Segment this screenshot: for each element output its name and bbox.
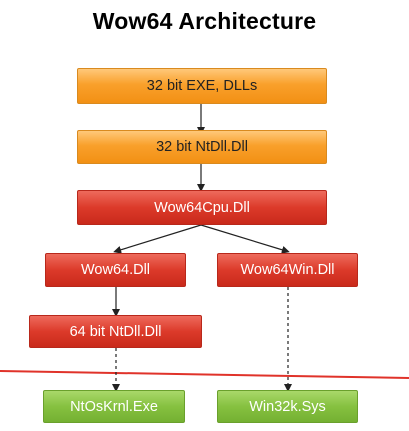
node-label: 32 bit EXE, DLLs [146,78,258,94]
node-label: Wow64.Dll [80,262,151,278]
node-label: NtOsKrnl.Exe [70,398,158,415]
node-wow64win-dll: Wow64Win.Dll [217,253,358,287]
node-label: 32 bit NtDll.Dll [156,139,248,155]
node-win32k-sys: Win32k.Sys [217,390,358,423]
node-wow64-dll: Wow64.Dll [45,253,186,287]
node-label: Win32k.Sys [249,398,326,415]
node-32bit-exe-dlls: 32 bit EXE, DLLs [77,68,327,104]
node-label: 64 bit NtDll.Dll [69,323,162,340]
node-wow64cpu-dll: Wow64Cpu.Dll [77,190,327,225]
node-label: Wow64Win.Dll [240,262,335,278]
arrow-wow64cpu-to-wow64 [113,224,202,254]
node-64bit-ntdll: 64 bit NtDll.Dll [29,315,202,348]
node-32bit-ntdll: 32 bit NtDll.Dll [77,130,327,164]
arrow-wow64cpu-to-wow64win [200,224,290,254]
node-label: Wow64Cpu.Dll [154,199,250,216]
user-kernel-boundary-line [0,370,409,379]
node-ntoskrnl-exe: NtOsKrnl.Exe [43,390,185,423]
diagram-title: Wow64 Architecture [92,8,317,34]
